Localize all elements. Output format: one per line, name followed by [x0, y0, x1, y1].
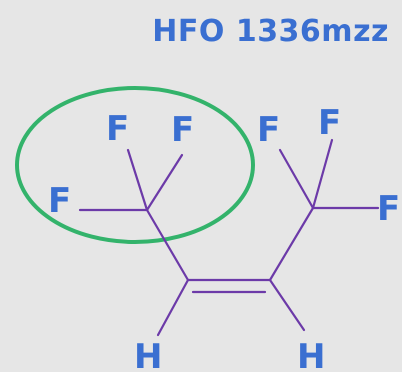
bond-c4-f5: [311, 138, 334, 210]
atom-f3: F: [48, 181, 71, 221]
cf3-highlight-ellipse: [15, 86, 255, 244]
bond-c1-f2: [145, 153, 184, 212]
bond-c1-f1: [126, 148, 149, 212]
diagram-title: HFO 1336mzz: [152, 14, 389, 49]
bond-c3-h2: [268, 278, 306, 332]
atom-f5: F: [318, 103, 341, 143]
bond-c4-f4: [278, 148, 315, 210]
atom-f6: F: [377, 189, 400, 229]
bond-c3-c4: [268, 206, 315, 282]
atom-f1: F: [106, 109, 129, 149]
bond-c1-c2: [145, 208, 190, 282]
atom-f4: F: [257, 110, 280, 150]
bond-c2-h1: [156, 278, 190, 337]
atom-h1: H: [134, 337, 162, 372]
atom-h2: H: [297, 337, 325, 372]
atom-f2: F: [171, 110, 194, 150]
